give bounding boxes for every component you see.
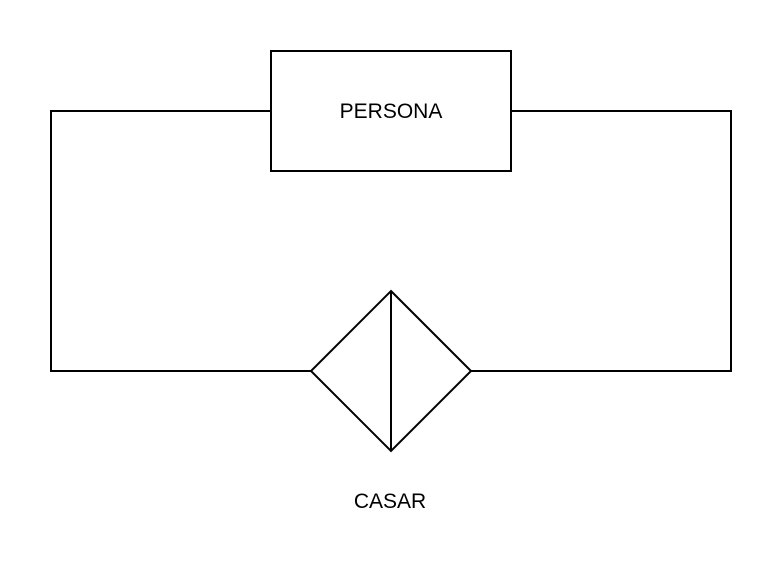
relationship-casar[interactable]: [309, 289, 473, 453]
entity-box: [270, 50, 512, 172]
left-connector-line: [50, 110, 311, 372]
relationship-label: CASAR: [354, 490, 426, 513]
right-connector-line: [471, 110, 732, 372]
entity-label: PERSONA: [340, 100, 443, 123]
entity-persona[interactable]: PERSONA: [270, 50, 512, 172]
